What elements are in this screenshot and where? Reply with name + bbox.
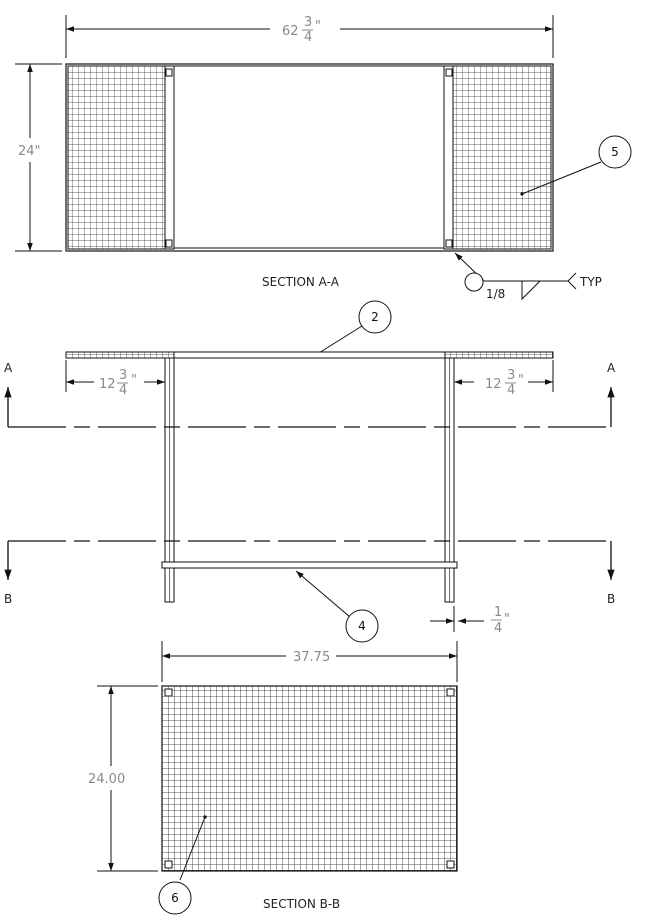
section-a-a-view: 62 3 4 " 24" 5 — [15, 15, 632, 301]
weld-note: TYP — [579, 275, 602, 289]
lower-shelf-mesh-panel — [161, 685, 458, 872]
right-overhang-whole: 12 — [485, 377, 502, 392]
cut-b-right-letter: B — [607, 592, 615, 606]
section-b-width-label: 37.75 — [293, 650, 330, 665]
callout-5-leader-dot — [520, 192, 524, 196]
callout-2-balloon — [358, 300, 392, 334]
right-mesh-panel — [445, 65, 552, 250]
section-a-title: SECTION A-A — [262, 275, 340, 289]
callout-5-number: 5 — [611, 145, 619, 159]
section-b-height-label: 24.00 — [88, 772, 125, 787]
section-b-title: SECTION B-B — [263, 897, 340, 911]
cut-a-left-letter: A — [4, 361, 13, 375]
weld-symbol — [454, 252, 577, 301]
callout-6-leader — [179, 816, 206, 881]
left-overhang-numerator: 3 — [119, 368, 127, 383]
section-b-height-dimension — [97, 685, 158, 872]
cut-b-left-letter: B — [4, 592, 12, 606]
overall-width-numerator: 3 — [304, 15, 312, 30]
left-overhang-denominator: 4 — [119, 383, 127, 398]
section-a-frame — [65, 63, 554, 252]
overall-width-denominator: 4 — [304, 30, 312, 45]
right-overhang-dimension — [454, 360, 554, 392]
leg-gap-numerator: 1 — [494, 605, 502, 620]
callout-4-balloon — [345, 609, 379, 643]
left-leg-post — [164, 65, 175, 250]
shelf-corner-top-left — [164, 688, 173, 697]
callout-5-leader — [521, 161, 602, 195]
overall-width-inch-mark: " — [315, 19, 321, 34]
left-overhang-inch-mark: " — [131, 373, 137, 388]
callout-5-balloon — [598, 135, 632, 169]
callout-6-number: 6 — [171, 891, 179, 905]
elevation-view: 2 12 3 4 " 12 3 4 " — [4, 300, 616, 643]
cut-a-right-letter: A — [607, 361, 616, 375]
left-overhang-dimension — [65, 360, 165, 392]
leg-gap-dimension — [430, 606, 484, 632]
leg-gap-denominator: 4 — [494, 621, 502, 636]
overall-width-whole: 62 — [282, 24, 299, 39]
section-a-height-label: 24" — [18, 144, 41, 159]
shelf-corner-top-right — [446, 688, 455, 697]
shelf-corner-bottom-left — [164, 860, 173, 869]
weld-size: 1/8 — [486, 287, 505, 301]
cutting-plane-a — [4, 387, 615, 428]
right-leg-bottom-corner — [445, 239, 453, 248]
table-top-right-mesh — [444, 351, 554, 359]
left-mesh-panel — [67, 65, 174, 250]
right-overhang-numerator: 3 — [507, 368, 515, 383]
lower-shelf — [161, 561, 458, 569]
callout-4-leader — [295, 570, 351, 618]
callout-4-number: 4 — [358, 619, 366, 633]
right-leg-post — [443, 65, 454, 250]
left-overhang-whole: 12 — [99, 377, 116, 392]
right-overhang-inch-mark: " — [518, 373, 524, 388]
callout-6-leader-dot — [203, 815, 207, 819]
section-a-height-dimension — [15, 63, 62, 252]
callout-2-number: 2 — [371, 310, 379, 324]
right-overhang-denominator: 4 — [507, 383, 515, 398]
table-top-left-mesh — [65, 351, 175, 359]
overall-width-dimension — [65, 15, 554, 58]
leg-gap-inch-mark: " — [504, 612, 510, 627]
right-leg-top-corner — [445, 68, 453, 77]
section-b-width-dimension — [161, 641, 458, 682]
cutting-plane-b — [4, 540, 615, 580]
callout-6-balloon — [158, 881, 192, 915]
left-leg-bottom-corner — [165, 239, 173, 248]
shelf-corner-bottom-right — [446, 860, 455, 869]
left-leg-top-corner — [165, 68, 173, 77]
section-b-b-view: 37.75 24.00 6 SECTION B-B — [88, 641, 458, 915]
callout-2-leader — [313, 325, 363, 357]
